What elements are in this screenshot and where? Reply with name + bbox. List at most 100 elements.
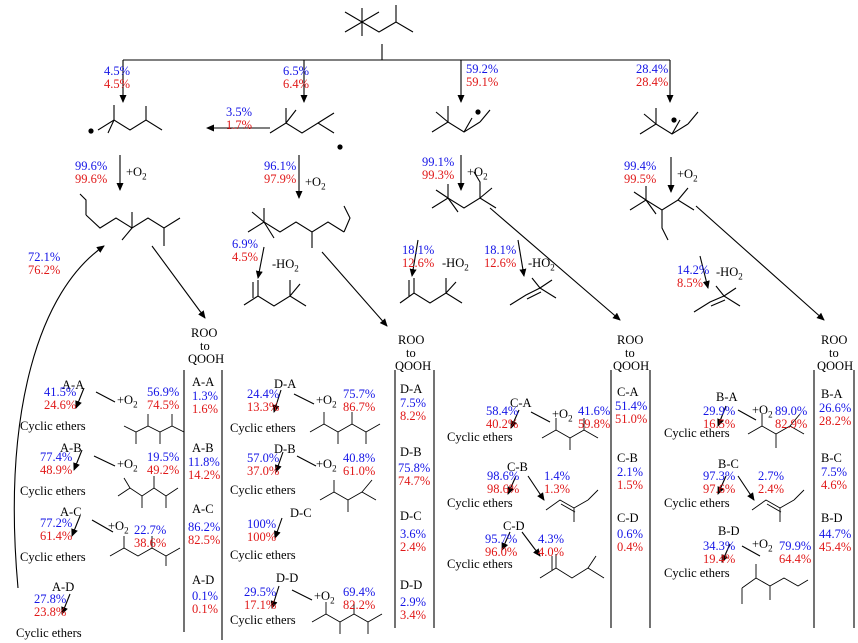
peroxy-structures — [79, 171, 695, 248]
o2-label: +O2 — [316, 393, 337, 410]
cyclic-ethers: Cyclic ethers — [20, 484, 86, 498]
roo-blue: 2.1% — [617, 465, 644, 479]
o2-red: 64.4% — [779, 552, 812, 566]
step-label: A-A — [62, 378, 85, 392]
ce-red: 100% — [247, 530, 277, 544]
roo-header-D-3: QOOH — [395, 359, 432, 373]
branch-A-blue: 4.5% — [104, 64, 131, 78]
ce-blue: 57.0% — [247, 451, 280, 465]
o2-A-blue: 99.6% — [75, 159, 108, 173]
branch-C-blue: 59.2% — [466, 62, 499, 76]
o2-label: +O2 — [752, 403, 773, 420]
ce-red: 16.5% — [703, 417, 736, 431]
roo-label: B-D — [821, 511, 843, 525]
o2-B-blue: 99.4% — [624, 159, 657, 173]
ho2-D-red: 4.5% — [232, 250, 259, 264]
roo-blue: 3.6% — [400, 527, 427, 541]
roo-red: 14.2% — [188, 468, 221, 482]
radical-dots — [88, 109, 677, 150]
o2-D-label: +O2 — [305, 175, 326, 192]
ce-red: 48.9% — [40, 463, 73, 477]
roo-red: 51.0% — [615, 412, 648, 426]
roo-header-A-2: to — [200, 339, 210, 353]
ce-blue: 24.4% — [247, 387, 280, 401]
cyclic-ethers: Cyclic ethers — [447, 557, 513, 571]
step-label: D-D — [276, 571, 299, 585]
o2-B-red: 99.5% — [624, 172, 657, 186]
roo-header-B-1: ROO — [821, 333, 848, 347]
ho2-C1-blue: 18.1% — [402, 243, 435, 257]
ho2-D-label: -HO2 — [272, 257, 299, 274]
roo-blue: 7.5% — [400, 396, 427, 410]
roo-blue: 75.8% — [398, 461, 431, 475]
roo-label: D-C — [400, 509, 422, 523]
roo-red: 0.1% — [192, 602, 219, 616]
o2-blue: 89.0% — [775, 404, 808, 418]
o2-label: +O2 — [752, 537, 773, 554]
ce-red: 19.4% — [703, 552, 736, 566]
step-label: D-A — [274, 377, 297, 391]
o2-label: +O2 — [316, 457, 337, 474]
roo-label: C-A — [617, 385, 639, 399]
step-label: B-A — [716, 390, 738, 404]
ce-red: 40.2% — [486, 417, 519, 431]
step-label: C-D — [503, 519, 525, 533]
o2-D-red: 97.9% — [264, 172, 297, 186]
roo-red: 1.6% — [192, 402, 219, 416]
branch-B-blue: 28.4% — [636, 62, 669, 76]
roo-header-B-2: to — [829, 346, 839, 360]
roo-label: A-B — [192, 441, 214, 455]
x-red: 2.4% — [758, 482, 785, 496]
roo-header-C-1: ROO — [617, 333, 644, 347]
o2-blue: 40.8% — [343, 451, 376, 465]
o2-blue: 75.7% — [343, 387, 376, 401]
o2-red: 74.5% — [147, 398, 180, 412]
o2-label: +O2 — [117, 393, 138, 410]
recycle-arrow — [13, 245, 105, 589]
roo-label: C-D — [617, 511, 639, 525]
roo-red: 1.5% — [617, 478, 644, 492]
branch-C-red: 59.1% — [466, 75, 499, 89]
roo-blue: 86.2% — [188, 520, 221, 534]
roo-red: 74.7% — [398, 474, 431, 488]
cyclic-ethers: Cyclic ethers — [16, 626, 82, 640]
ho2-D-blue: 6.9% — [232, 237, 259, 251]
ho2-C1-label: -HO2 — [442, 256, 469, 273]
step-label: D-C — [290, 506, 312, 520]
x-blue: 1.4% — [544, 469, 571, 483]
o2-B-label: +O2 — [677, 167, 698, 184]
cyclic-ethers: Cyclic ethers — [447, 430, 513, 444]
cyclic-ethers: Cyclic ethers — [230, 421, 296, 435]
cyclic-ethers: Cyclic ethers — [230, 548, 296, 562]
ho2-B-red: 8.5% — [677, 276, 704, 290]
roo-blue: 44.7% — [819, 527, 852, 541]
ce-blue: 100% — [247, 517, 277, 531]
ce-red: 96.0% — [485, 545, 518, 559]
recycle-red: 76.2% — [28, 263, 61, 277]
o2-red: 82.2% — [343, 598, 376, 612]
o2-red: 38.6% — [134, 536, 167, 550]
branch-D-red: 6.4% — [283, 77, 310, 91]
branch-D-blue: 6.5% — [283, 64, 310, 78]
o2-red: 59.8% — [578, 417, 611, 431]
o2-red: 49.2% — [147, 463, 180, 477]
isomerize-blue: 3.5% — [226, 105, 253, 119]
ho2-B-label: -HO2 — [716, 265, 743, 282]
roo-blue: 1.3% — [192, 389, 219, 403]
roo-header-C-3: QOOH — [613, 359, 650, 373]
roo-label: D-A — [400, 382, 423, 396]
ce-blue: 27.8% — [34, 592, 67, 606]
x-blue: 4.3% — [538, 532, 565, 546]
o2-label: +O2 — [108, 519, 129, 536]
isomerize-red: 1.7% — [226, 118, 253, 132]
ho2-B-blue: 14.2% — [677, 263, 710, 277]
qooh-structures — [109, 412, 809, 634]
roo-blue: 11.8% — [188, 455, 220, 469]
o2-blue: 19.5% — [147, 450, 180, 464]
ce-blue: 29.9% — [703, 404, 736, 418]
ce-blue: 77.2% — [40, 516, 73, 530]
ce-blue: 41.5% — [44, 385, 77, 399]
step-label: C-A — [510, 396, 532, 410]
cyclic-ethers: Cyclic ethers — [447, 496, 513, 510]
